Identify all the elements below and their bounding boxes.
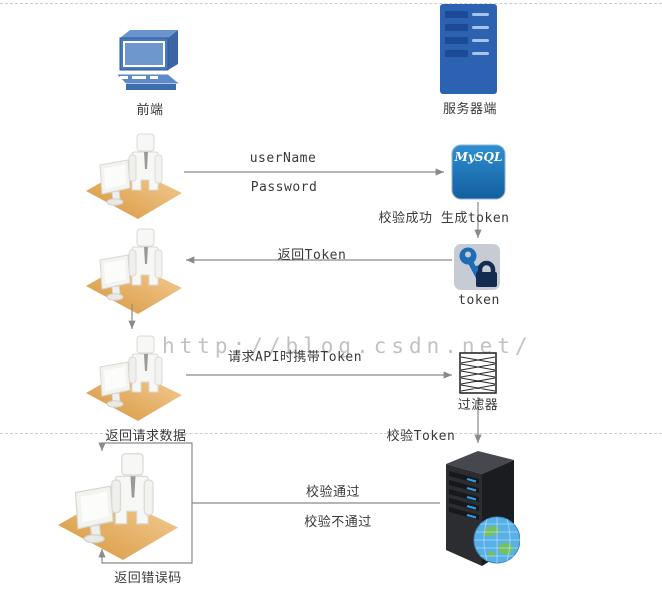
frontend-computer-icon bbox=[112, 22, 186, 98]
return-token-label: 返回Token bbox=[277, 248, 347, 263]
return-data-label: 返回请求数据 bbox=[105, 429, 187, 444]
username-label: userName bbox=[249, 151, 317, 166]
app-server-globe-icon bbox=[440, 446, 521, 568]
request-api-label: 请求API时携带Token bbox=[227, 350, 363, 365]
verify-pass-label: 校验通过 bbox=[305, 485, 361, 500]
password-label: Password bbox=[250, 180, 318, 195]
frontend-label: 前端 bbox=[136, 103, 164, 118]
server-side-label: 服务器端 bbox=[442, 102, 498, 117]
token-key-lock-icon bbox=[454, 244, 500, 290]
user-client-icon bbox=[50, 450, 186, 560]
return-error-label: 返回错误码 bbox=[114, 571, 182, 586]
mysql-logo-text: MySQL bbox=[454, 150, 503, 164]
server-vent-slots bbox=[449, 471, 479, 520]
token-label: token bbox=[458, 293, 500, 308]
verify-token-label: 校验Token bbox=[386, 429, 456, 444]
user-client-icon bbox=[84, 226, 184, 314]
globe-icon bbox=[473, 516, 521, 564]
filter-label: 过滤器 bbox=[457, 398, 499, 413]
page-break-line-top bbox=[0, 3, 662, 4]
page-break-line-middle bbox=[0, 433, 662, 434]
verify-fail-label: 校验不通过 bbox=[304, 515, 372, 530]
mysql-database-icon: MySQL bbox=[451, 144, 506, 200]
user-client-icon bbox=[84, 333, 184, 421]
filter-icon bbox=[459, 352, 497, 394]
user-client-icon bbox=[84, 131, 184, 219]
backend-server-icon bbox=[440, 4, 497, 94]
verify-success-label: 校验成功 生成token bbox=[378, 211, 510, 226]
